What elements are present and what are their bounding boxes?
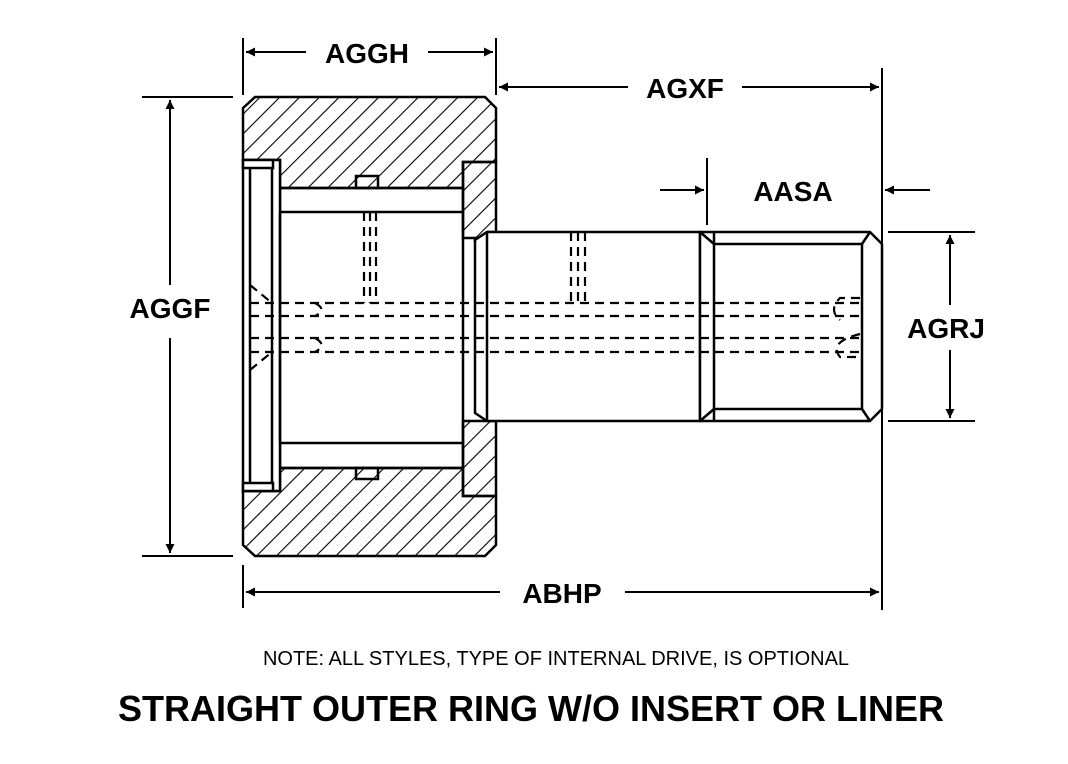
outer-ring [241, 95, 498, 558]
dim-label-agrj: AGRJ [907, 313, 985, 344]
dim-label-abhp: ABHP [522, 578, 601, 609]
dim-label-aggf: AGGF [130, 293, 211, 324]
extension-lines [142, 38, 975, 610]
hidden-lines [249, 212, 862, 371]
dim-label-aasa: AASA [753, 176, 832, 207]
dimension-arrows [165, 47, 955, 597]
drawing-title: STRAIGHT OUTER RING W/O INSERT OR LINER [118, 688, 944, 729]
stud-shaft [473, 230, 702, 423]
dim-label-agxf: AGXF [646, 73, 724, 104]
stud-head [241, 158, 282, 493]
dim-label-aggh: AGGH [325, 38, 409, 69]
threaded-end [698, 230, 884, 423]
bore-lines [278, 212, 465, 443]
needle-rollers [278, 174, 465, 481]
note-text: NOTE: ALL STYLES, TYPE OF INTERNAL DRIVE… [263, 648, 849, 670]
